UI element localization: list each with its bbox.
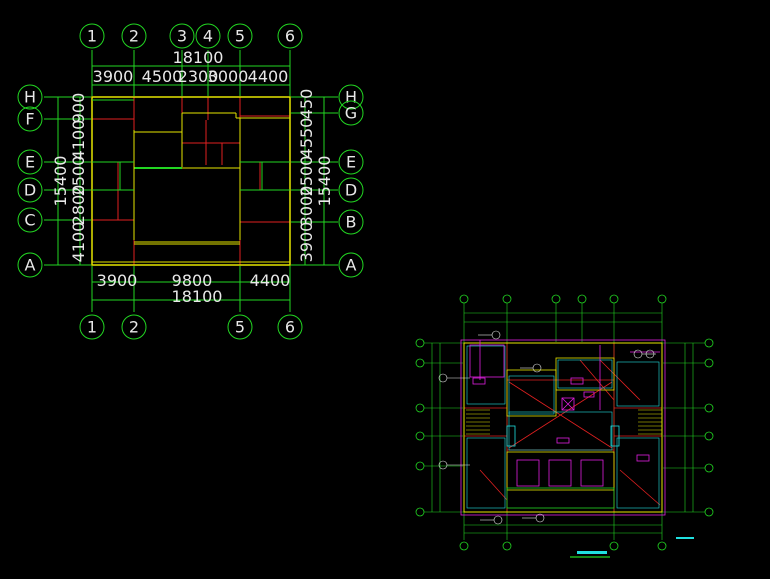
dim-bottom-seg: 4400 bbox=[250, 271, 291, 290]
axis-bubble-top-3[interactable]: 3 bbox=[169, 23, 195, 49]
small-cyan-items bbox=[506, 397, 620, 447]
dim-right-seg: 3000 bbox=[297, 186, 316, 227]
small-walls bbox=[460, 339, 666, 516]
dim-left-seg: 2500 bbox=[69, 156, 88, 197]
dim-bottom-seg: 9800 bbox=[172, 271, 213, 290]
dim-top-seg: 3000 bbox=[208, 67, 249, 86]
axis-label: 2 bbox=[129, 27, 139, 46]
small-red-lines bbox=[463, 342, 663, 513]
axis-grid-lines bbox=[91, 96, 291, 266]
axis-bubble-left-F[interactable]: F bbox=[17, 106, 43, 132]
axis-label: 6 bbox=[285, 27, 295, 46]
axis-bubble-bottom-6[interactable]: 6 bbox=[277, 314, 303, 340]
axis-bubble-left-D[interactable]: D bbox=[17, 177, 43, 203]
dim-left-total: 15400 bbox=[51, 156, 70, 207]
dim-top-seg: 3900 bbox=[93, 67, 134, 86]
axis-label: 5 bbox=[235, 318, 245, 337]
dim-left-seg: 2800 bbox=[69, 185, 88, 226]
axis-bubble-bottom-2[interactable]: 2 bbox=[121, 314, 147, 340]
axis-label: D bbox=[345, 181, 357, 200]
axis-label: G bbox=[345, 104, 357, 123]
dim-left-seg: 4100 bbox=[69, 120, 88, 161]
left-axis-bubbles[interactable]: H F E D C A bbox=[17, 84, 43, 278]
axis-label: 5 bbox=[235, 27, 245, 46]
dim-top-seg: 4400 bbox=[248, 67, 289, 86]
axis-label: E bbox=[346, 153, 356, 172]
dimension-text-top: 18100 3900 4500 2300 3000 4400 bbox=[93, 48, 289, 86]
small-stairs bbox=[466, 409, 662, 435]
floor-plan-small[interactable] bbox=[415, 294, 714, 558]
axis-bubble-bottom-1[interactable]: 1 bbox=[79, 314, 105, 340]
axis-bubble-top-1[interactable]: 1 bbox=[79, 23, 105, 49]
small-annotations bbox=[438, 330, 656, 525]
dimension-text-right: 450 4550 2500 3000 3900 15400 bbox=[297, 89, 334, 263]
axis-bubble-top-5[interactable]: 5 bbox=[227, 23, 253, 49]
dim-top-seg: 4500 bbox=[142, 67, 183, 86]
axis-bubble-top-6[interactable]: 6 bbox=[277, 23, 303, 49]
wall-outlines bbox=[91, 96, 291, 266]
axis-label: 3 bbox=[177, 27, 187, 46]
dimension-lines bbox=[44, 50, 338, 312]
axis-bubble-right-D[interactable]: D bbox=[338, 177, 364, 203]
dim-top-total: 18100 bbox=[173, 48, 224, 67]
floor-plan-large[interactable]: 1 2 3 4 5 6 1 2 5 6 H F E D C A H G E bbox=[17, 23, 364, 340]
axis-bubble-left-C[interactable]: C bbox=[17, 207, 43, 233]
dim-right-seg: 3900 bbox=[297, 222, 316, 263]
axis-bubble-bottom-5[interactable]: 5 bbox=[227, 314, 253, 340]
axis-label: 4 bbox=[203, 27, 213, 46]
axis-bubble-top-2[interactable]: 2 bbox=[121, 23, 147, 49]
axis-label: C bbox=[24, 211, 35, 230]
axis-bubble-left-A[interactable]: A bbox=[17, 252, 43, 278]
axis-label: F bbox=[25, 110, 34, 129]
axis-label: A bbox=[25, 256, 36, 275]
small-dimension-lines bbox=[424, 303, 705, 540]
axis-bubble-right-E[interactable]: E bbox=[338, 149, 364, 175]
dim-bottom-seg: 3900 bbox=[97, 271, 138, 290]
dimension-text-left: 15400 900 4100 2500 2800 4100 bbox=[51, 93, 88, 263]
dimension-text-bottom: 3900 9800 4400 18100 bbox=[97, 271, 291, 306]
axis-bubble-top-4[interactable]: 4 bbox=[195, 23, 221, 49]
axis-label: H bbox=[24, 88, 36, 107]
axis-bubble-right-G[interactable]: G bbox=[338, 100, 364, 126]
small-title-block bbox=[570, 537, 694, 558]
axis-label: E bbox=[25, 153, 35, 172]
bottom-axis-bubbles[interactable]: 1 2 5 6 bbox=[79, 314, 303, 340]
axis-label: 1 bbox=[87, 318, 97, 337]
axis-bubble-left-E[interactable]: E bbox=[17, 149, 43, 175]
dim-bottom-total: 18100 bbox=[172, 287, 223, 306]
axis-label: 6 bbox=[285, 318, 295, 337]
dim-right-seg: 2500 bbox=[297, 156, 316, 197]
axis-label: 2 bbox=[129, 318, 139, 337]
dim-top-seg: 2300 bbox=[178, 67, 219, 86]
top-axis-bubbles[interactable]: 1 2 3 4 5 6 bbox=[79, 23, 303, 49]
axis-label: B bbox=[346, 213, 357, 232]
axis-bubble-right-A[interactable]: A bbox=[338, 252, 364, 278]
right-axis-bubbles[interactable]: H G E D B A bbox=[338, 84, 364, 278]
axis-bubble-right-B[interactable]: B bbox=[338, 209, 364, 235]
dim-left-seg: 4100 bbox=[69, 222, 88, 263]
dim-left-seg: 900 bbox=[69, 93, 88, 124]
small-fixtures bbox=[469, 340, 660, 487]
axis-label: D bbox=[24, 181, 36, 200]
dim-right-seg: 450 bbox=[297, 89, 316, 120]
axis-label: 1 bbox=[87, 27, 97, 46]
dim-right-seg: 4550 bbox=[297, 118, 316, 159]
dim-right-total: 15400 bbox=[315, 156, 334, 207]
axis-label: A bbox=[346, 256, 357, 275]
axis-bubble-left-H[interactable]: H bbox=[17, 84, 43, 110]
